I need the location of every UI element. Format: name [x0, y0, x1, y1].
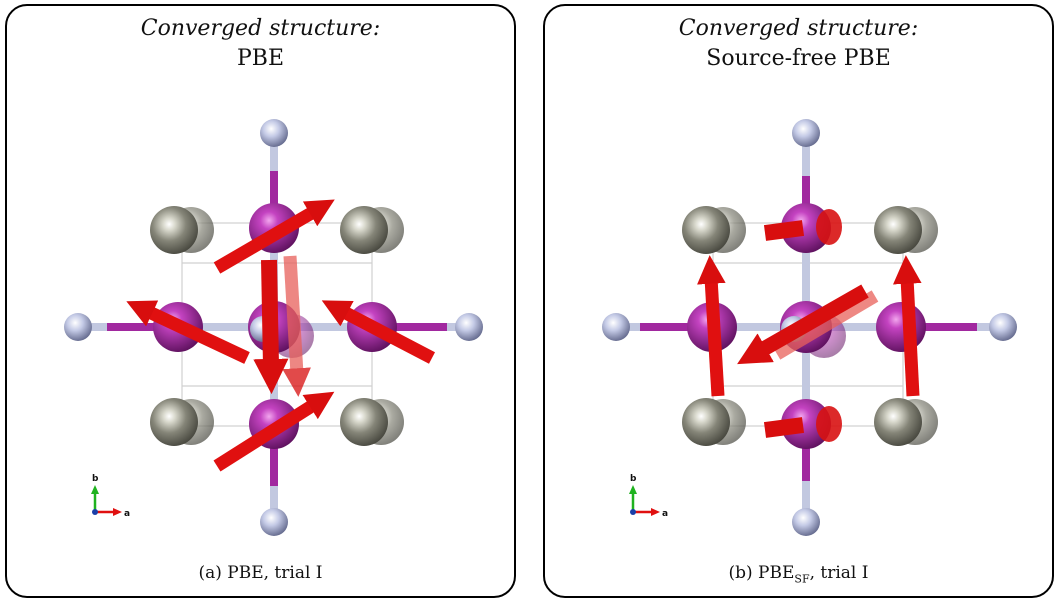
axis-label-b: b	[630, 474, 637, 484]
caption-text: (a) PBE, trial I	[198, 563, 323, 583]
panel-title-italic: Converged structure:	[678, 16, 919, 41]
panel-caption: (b) PBESF, trial I	[545, 563, 1052, 585]
panel-title-italic: Converged structure:	[140, 16, 381, 41]
panel-source-free-pbe: Converged structure: Source-free PBE	[543, 4, 1054, 598]
crystal-structure-pbe: b a	[64, 119, 483, 536]
panel-caption: (a) PBE, trial I	[7, 563, 514, 583]
gray-atoms	[682, 206, 938, 446]
panel-title-main: PBE	[236, 46, 285, 71]
light-atoms	[64, 119, 483, 536]
axes-indicator: b a	[91, 474, 130, 519]
caption-suffix: , trial I	[809, 563, 869, 583]
panel-title-main: Source-free PBE	[706, 46, 891, 71]
light-atoms	[602, 119, 1017, 536]
caption-text: (b) PBE	[728, 563, 795, 583]
axis-label-a: a	[124, 509, 130, 519]
panel-pbe: Converged structure: PBE	[5, 4, 516, 598]
axis-label-b: b	[92, 474, 99, 484]
axes-indicator: b a	[629, 474, 668, 519]
crystal-structure-source-free: b a	[602, 119, 1017, 536]
spin-arrows	[697, 209, 922, 442]
axis-label-a: a	[662, 509, 668, 519]
spin-arrows	[126, 199, 436, 472]
gray-atoms	[150, 206, 404, 446]
caption-subscript: SF	[794, 572, 810, 586]
